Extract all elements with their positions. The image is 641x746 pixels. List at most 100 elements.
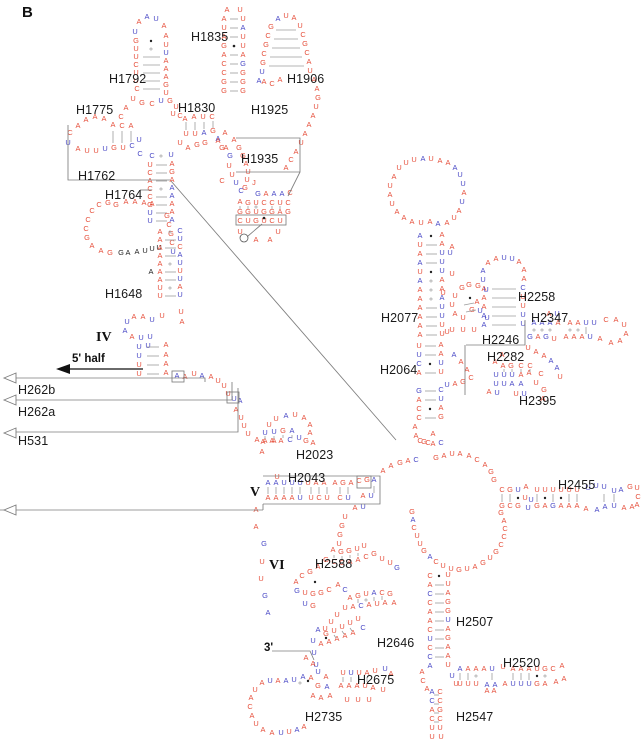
- svg-text:C: C: [166, 220, 172, 229]
- svg-text:A: A: [266, 493, 271, 502]
- svg-text:C: C: [147, 168, 153, 177]
- svg-text:G: G: [236, 143, 242, 152]
- svg-text:A: A: [421, 154, 426, 163]
- svg-text:C: C: [501, 532, 507, 541]
- svg-text:A: A: [164, 72, 169, 81]
- svg-text:C: C: [468, 373, 474, 382]
- svg-text:A: A: [260, 678, 265, 687]
- svg-text:A: A: [192, 112, 197, 121]
- h2246-bracket: [466, 320, 526, 346]
- svg-text:G: G: [371, 549, 377, 558]
- svg-text:G: G: [261, 207, 267, 216]
- svg-text:U: U: [447, 248, 452, 257]
- svg-text:G: G: [240, 151, 246, 160]
- svg-text:U: U: [480, 275, 485, 284]
- svg-text:U: U: [275, 227, 280, 236]
- svg-text:C: C: [427, 643, 433, 652]
- svg-text:U: U: [533, 378, 538, 387]
- svg-text:A: A: [425, 684, 430, 693]
- svg-text:A: A: [388, 190, 393, 199]
- svg-text:A: A: [150, 199, 155, 208]
- svg-text:A: A: [457, 206, 462, 215]
- pointer-arrowhead: [2, 372, 17, 384]
- svg-text:U: U: [411, 155, 416, 164]
- svg-text:U: U: [266, 420, 271, 429]
- svg-text:A: A: [124, 103, 129, 112]
- svg-text:C: C: [603, 315, 609, 324]
- svg-text:G: G: [460, 377, 466, 386]
- svg-text:U: U: [84, 146, 89, 155]
- svg-text:A: A: [383, 598, 388, 607]
- svg-text:U: U: [445, 660, 450, 669]
- svg-text:A: A: [99, 246, 104, 255]
- svg-text:U: U: [355, 614, 360, 623]
- svg-text:C: C: [219, 176, 225, 185]
- svg-text:U: U: [147, 332, 152, 341]
- svg-text:A: A: [486, 258, 491, 267]
- svg-text:C: C: [433, 557, 439, 566]
- svg-text:U: U: [331, 626, 336, 635]
- pointer-label-H262b: H262b: [18, 383, 56, 397]
- svg-text:A: A: [367, 600, 372, 609]
- svg-text:A: A: [482, 320, 487, 329]
- svg-text:C: C: [300, 30, 306, 39]
- svg-text:A: A: [276, 14, 281, 23]
- svg-text:C: C: [261, 49, 267, 58]
- svg-text:A: A: [349, 478, 354, 487]
- svg-text:G: G: [268, 22, 274, 31]
- svg-text:U: U: [354, 544, 359, 553]
- svg-text:U: U: [416, 341, 421, 350]
- svg-text:C: C: [413, 455, 419, 464]
- svg-text:A: A: [232, 135, 237, 144]
- svg-text:A: A: [304, 653, 309, 662]
- svg-text:A: A: [158, 235, 163, 244]
- svg-text:A: A: [319, 693, 324, 702]
- svg-text:C: C: [169, 238, 175, 247]
- svg-text:G: G: [294, 586, 300, 595]
- svg-text:A: A: [244, 159, 249, 168]
- svg-text:G: G: [438, 412, 444, 421]
- svg-text:A: A: [209, 372, 214, 381]
- svg-text:U: U: [277, 198, 282, 207]
- pseudoknot-connector: [170, 180, 397, 441]
- svg-text:A: A: [316, 625, 321, 634]
- svg-text:U: U: [520, 301, 525, 310]
- svg-text:U: U: [583, 318, 588, 327]
- svg-text:A: A: [348, 557, 353, 566]
- svg-text:G: G: [339, 521, 345, 530]
- svg-text:U: U: [286, 727, 291, 736]
- svg-text:A: A: [234, 405, 239, 414]
- svg-text:A: A: [414, 431, 419, 440]
- svg-text:C: C: [288, 155, 294, 164]
- svg-text:U: U: [173, 102, 178, 111]
- svg-text:A: A: [137, 17, 142, 26]
- svg-text:G: G: [133, 36, 139, 45]
- svg-text:A: A: [542, 351, 547, 360]
- helix-H1925: AG GA UU G J AA AG UU U C C: [216, 128, 257, 195]
- svg-text:G: G: [242, 183, 248, 192]
- svg-text:A: A: [311, 659, 316, 668]
- svg-text:G: G: [84, 233, 90, 242]
- five-prime-half-label: 5' half: [72, 353, 105, 365]
- svg-text:A: A: [180, 317, 185, 326]
- svg-text:U: U: [510, 679, 515, 688]
- svg-text:A: A: [439, 403, 444, 412]
- svg-text:A: A: [511, 664, 516, 673]
- helix-label-H2520: H2520: [503, 656, 541, 670]
- svg-text:U: U: [147, 208, 152, 217]
- svg-text:C: C: [337, 493, 343, 502]
- svg-text:A: A: [302, 413, 307, 422]
- svg-text:U: U: [522, 493, 527, 502]
- svg-text:U: U: [366, 695, 371, 704]
- svg-text:A: A: [442, 451, 447, 460]
- svg-text:A: A: [142, 198, 147, 207]
- svg-text:G: G: [508, 361, 514, 370]
- svg-text:A: A: [446, 588, 451, 597]
- svg-text:C: C: [247, 702, 253, 711]
- svg-text:U: U: [387, 181, 392, 190]
- helix-label-H2023: H2023: [296, 448, 334, 462]
- svg-text:A: A: [543, 679, 548, 688]
- svg-text:U: U: [387, 558, 392, 567]
